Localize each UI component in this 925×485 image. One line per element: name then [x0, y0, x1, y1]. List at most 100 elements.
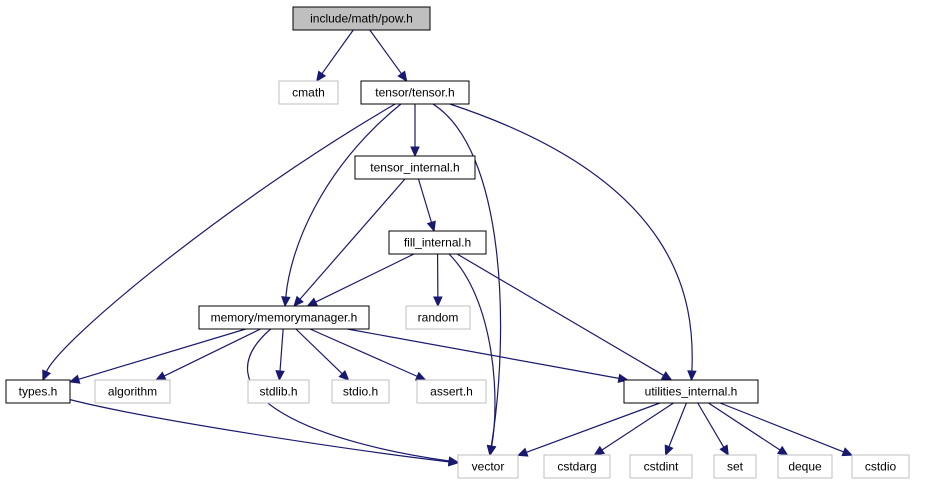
node-box-stdio [331, 379, 390, 404]
node-box-utilities_internal [623, 379, 759, 404]
node-algorithm: algorithm [94, 379, 171, 404]
edge-tensor_internal-to-memorymanager [299, 178, 406, 300]
edge-memorymanager-to-algorithm [163, 328, 261, 377]
node-label-deque: deque [788, 460, 822, 474]
edge-memorymanager-to-assert [309, 328, 418, 377]
node-memorymanager[interactable]: memory/memorymanager.h [198, 305, 370, 330]
node-label-set: set [727, 460, 744, 474]
node-set: set [713, 454, 757, 479]
node-pow[interactable]: include/math/pow.h [292, 6, 431, 31]
node-stdlib: stdlib.h [247, 379, 310, 404]
node-label-fill_internal: fill_internal.h [404, 236, 471, 250]
node-box-random [405, 305, 471, 330]
node-label-assert: assert.h [430, 385, 473, 399]
node-label-stdio: stdio.h [343, 385, 378, 399]
arrowhead-pow-to-cmath [316, 70, 327, 83]
node-stdio: stdio.h [331, 379, 390, 404]
node-box-cmath [278, 80, 339, 105]
node-box-fill_internal [388, 230, 487, 255]
arrowhead-memorymanager-to-types [68, 374, 81, 384]
arrowhead-tensor-to-memorymanager [281, 296, 291, 308]
node-deque: deque [777, 454, 833, 479]
node-label-algorithm: algorithm [108, 385, 157, 399]
edge-memorymanager-to-vector [246, 328, 450, 462]
node-box-memorymanager [198, 305, 370, 330]
arrowhead-fill_internal-to-utilities_internal [660, 371, 673, 381]
arrowhead-pow-to-tensor [397, 70, 408, 82]
node-label-tensor: tensor/tensor.h [375, 86, 454, 100]
arrowhead-tensor-to-types [42, 369, 52, 382]
node-cstdint: cstdint [629, 454, 693, 479]
node-label-cmath: cmath [292, 86, 325, 100]
node-label-stdlib: stdlib.h [259, 385, 297, 399]
edge-pow-to-tensor [369, 29, 402, 75]
arrowhead-tensor_internal-to-memorymanager [293, 295, 304, 307]
edge-memorymanager-to-utilities_internal [347, 328, 620, 379]
node-fill_internal[interactable]: fill_internal.h [388, 230, 487, 255]
node-tensor_internal[interactable]: tensor_internal.h [354, 155, 476, 180]
node-cstdarg: cstdarg [543, 454, 611, 479]
node-random: random [405, 305, 471, 330]
arrowhead-utilities_internal-to-cstdint [664, 444, 674, 457]
arrowhead-tensor-to-tensor_internal [410, 146, 420, 158]
edge-utilities_internal-to-cstdio [719, 402, 844, 453]
node-assert: assert.h [416, 379, 487, 404]
edge-pow-to-cmath [321, 29, 354, 75]
node-label-vector: vector [472, 460, 505, 474]
node-label-cstdarg: cstdarg [557, 460, 596, 474]
node-label-types: types.h [19, 385, 58, 399]
edge-types-to-vector [69, 399, 450, 463]
node-label-cstdio: cstdio [865, 460, 897, 474]
node-label-tensor_internal: tensor_internal.h [370, 161, 459, 175]
edge-fill_internal-to-memorymanager [315, 253, 415, 303]
arrowhead-memorymanager-to-algorithm [154, 371, 167, 381]
node-box-pow [292, 6, 431, 31]
node-label-pow: include/math/pow.h [310, 12, 413, 26]
node-types[interactable]: types.h [5, 379, 71, 404]
node-vector: vector [457, 454, 519, 479]
edge-tensor_internal-to-fill_internal [417, 178, 433, 223]
arrowhead-memorymanager-to-assert [414, 371, 427, 381]
arrowhead-memorymanager-to-stdlib [275, 370, 285, 382]
edge-utilities_internal-to-deque [708, 402, 781, 451]
node-label-cstdint: cstdint [644, 460, 679, 474]
edge-tensor-to-types [45, 103, 396, 372]
arrowhead-fill_internal-to-vector [487, 444, 497, 457]
node-cstdio: cstdio [851, 454, 910, 479]
node-box-tensor [360, 80, 470, 105]
nodes-layer: include/math/pow.h cmath tensor/tensor.h te… [5, 6, 910, 479]
edge-utilities_internal-to-vector [526, 402, 661, 453]
edge-utilities_internal-to-cstdarg [601, 402, 674, 451]
node-label-utilities_internal: utilities_internal.h [645, 385, 738, 399]
edge-tensor-to-memorymanager [285, 103, 402, 298]
node-box-deque [777, 454, 833, 479]
node-box-vector [457, 454, 519, 479]
arrowhead-utilities_internal-to-cstdio [841, 447, 854, 457]
edge-utilities_internal-to-cstdint [668, 402, 687, 447]
edge-utilities_internal-to-set [697, 402, 725, 448]
arrowhead-utilities_internal-to-set [719, 444, 729, 457]
node-box-algorithm [94, 379, 171, 404]
node-box-types [5, 379, 71, 404]
node-box-stdlib [247, 379, 310, 404]
edges-layer [42, 29, 854, 467]
node-box-cstdio [851, 454, 910, 479]
edge-fill_internal-to-vector [448, 253, 496, 447]
edge-memorymanager-to-stdio [295, 328, 343, 375]
node-utilities_internal[interactable]: utilities_internal.h [623, 379, 759, 404]
arrowhead-fill_internal-to-memorymanager [306, 297, 319, 307]
node-box-tensor_internal [354, 155, 476, 180]
arrowhead-tensor-to-utilities_internal [687, 370, 697, 382]
edge-fill_internal-to-utilities_internal [456, 253, 664, 376]
node-tensor[interactable]: tensor/tensor.h [360, 80, 470, 105]
edge-memorymanager-to-stdlib [279, 328, 284, 372]
node-cmath: cmath [278, 80, 339, 105]
arrowhead-types-to-vector [448, 457, 460, 467]
node-label-memorymanager: memory/memorymanager.h [211, 311, 358, 325]
arrowhead-utilities_internal-to-vector [516, 447, 529, 457]
edge-tensor-to-vector [432, 103, 502, 447]
arrowhead-utilities_internal-to-deque [776, 445, 789, 456]
node-label-random: random [418, 311, 459, 325]
node-box-assert [416, 379, 487, 404]
